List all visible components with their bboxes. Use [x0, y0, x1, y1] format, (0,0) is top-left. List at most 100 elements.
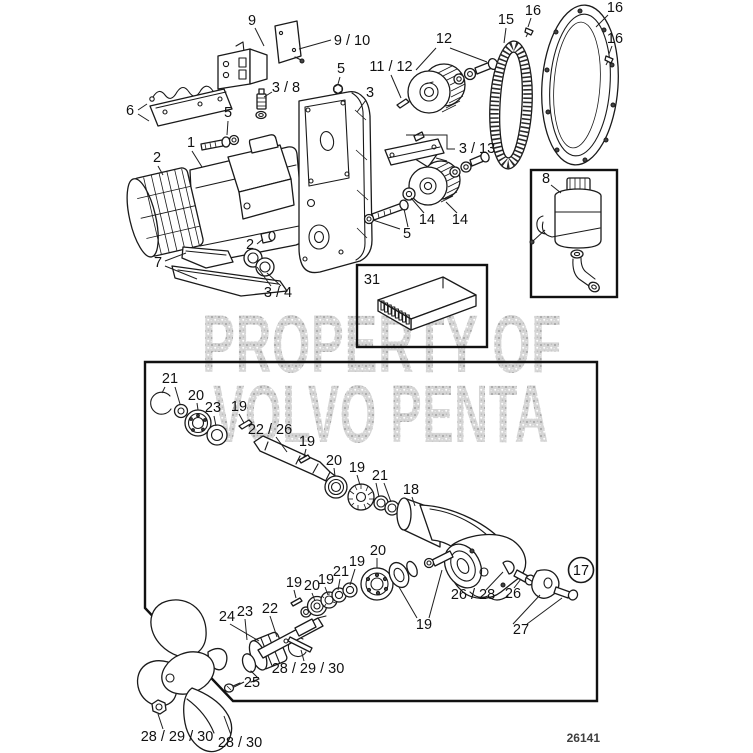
mount-wedges-7: [171, 246, 288, 297]
callout-23-a: 23: [205, 400, 221, 416]
reservoir-inset-box: [529, 168, 619, 299]
drawing-number: 26141: [567, 731, 601, 745]
callout-24: 24: [219, 609, 235, 625]
callout-9-10: 9 / 10: [334, 33, 370, 49]
key-19-c: [290, 597, 303, 607]
callout-16-c: 16: [607, 31, 623, 47]
callout-22-26: 22 / 26: [248, 422, 292, 438]
callout-14-a: 14: [419, 212, 435, 228]
callout-7: 7: [154, 255, 162, 271]
bracket-3-13: [384, 131, 445, 168]
callout-3-13: 3 / 13: [459, 141, 495, 157]
sensor-3-8: [255, 88, 267, 120]
key-19-a: [238, 419, 253, 430]
prop-nut-28-29-30: [151, 699, 167, 715]
callout-20-b: 20: [326, 453, 342, 469]
key-19-b: [298, 454, 311, 464]
bearing-20-b: [324, 475, 348, 499]
thrust-cup: [388, 561, 410, 589]
watermark-line1: PROPERTY OF: [202, 299, 562, 390]
callout-19-e: 19: [318, 572, 334, 588]
callout-18: 18: [403, 482, 419, 498]
cover-plate-3: [298, 90, 373, 274]
callout-19-c: 19: [349, 460, 365, 476]
callout-25: 25: [244, 675, 260, 691]
belt-cover-16: [541, 4, 619, 166]
bearing-20-d: [360, 567, 394, 601]
pulley-12: [407, 57, 499, 114]
cable-bracket-6: [149, 85, 233, 127]
callout-19-b: 19: [299, 434, 315, 450]
callout-1: 1: [187, 135, 195, 151]
callout-22: 22: [262, 601, 278, 617]
callout-28-29-30-b: 28 / 29 / 30: [141, 729, 214, 745]
callout-21-b: 21: [372, 468, 388, 484]
callout-16-b: 16: [607, 0, 623, 16]
callout-23-b: 23: [237, 604, 253, 620]
ecu-inset-box: [355, 263, 489, 349]
reservoir-8: [529, 177, 602, 293]
callout-14-b: 14: [452, 212, 468, 228]
screw-25: [223, 682, 241, 693]
callout-26: 26: [505, 586, 521, 602]
drive-unit-section-box: [143, 360, 599, 703]
callout-2-b: 2: [246, 237, 254, 253]
callout-26-28: 26 / 28: [451, 587, 495, 603]
callout-21-a: 21: [162, 371, 178, 387]
splined-gear-19: [347, 483, 375, 511]
drive-pin-28-29-30: [287, 636, 313, 653]
gear-housing: [423, 533, 527, 601]
cap-26-28: [502, 560, 515, 575]
callout-5-a: 5: [337, 61, 345, 77]
callout-28-29-30-a: 28 / 29 / 30: [272, 661, 345, 677]
electric-motor-1-2: [126, 134, 305, 264]
timing-belt-15: [489, 40, 533, 170]
callout-19-a: 19: [231, 399, 247, 415]
anode-27: [531, 569, 579, 601]
bearing-23-a: [206, 424, 228, 446]
rings-21-b: [373, 495, 400, 516]
callout-27: 27: [513, 622, 529, 638]
coupling-cone: [241, 653, 260, 683]
property-watermark: PROPERTY OF VOLVO PENTA: [202, 299, 562, 460]
circlip-21: [150, 391, 189, 419]
callout-3: 3: [366, 85, 374, 101]
bolt-5-lower: [363, 199, 409, 225]
callout-31: 31: [364, 272, 380, 288]
callout-20-a: 20: [188, 388, 204, 404]
callout-19-g: 19: [416, 617, 432, 633]
callout-20-c: 20: [304, 578, 320, 594]
cover-screw-16-b: [604, 55, 614, 66]
callout-2-a: 2: [153, 150, 161, 166]
relay-plate-9-10: [274, 20, 305, 64]
propeller-28-30: [136, 599, 233, 753]
nut-5-cover: [332, 83, 344, 95]
callout-19-f: 19: [349, 554, 365, 570]
spacer-ring: [406, 560, 418, 578]
callout-21-c: 21: [333, 564, 349, 580]
callout-20-d: 20: [370, 543, 386, 559]
callout-17: 17: [573, 563, 589, 579]
callout-5-c: 5: [403, 226, 411, 242]
bearing-20-a: [184, 409, 212, 437]
cover-screw-16-a: [524, 27, 534, 38]
ecu-module-31: [377, 276, 477, 331]
callout-9: 9: [248, 13, 256, 29]
seal-rings-3-4: [243, 248, 275, 277]
relay-part-9: [217, 41, 268, 90]
callout-16-a: 16: [525, 3, 541, 19]
bolt-26: [513, 569, 536, 586]
callout-28-30: 28 / 30: [218, 735, 262, 751]
ref-17-circle: [567, 556, 595, 584]
key-11-12: [396, 98, 410, 109]
callout-3-4: 3 / 4: [264, 285, 292, 301]
callout-6: 6: [126, 103, 134, 119]
pulley-14: [402, 151, 490, 206]
callout-3-8: 3 / 8: [272, 80, 300, 96]
callout-15: 15: [498, 12, 514, 28]
callout-5-b: 5: [224, 105, 232, 121]
callout-19-d: 19: [286, 575, 302, 591]
callout-11-12: 11 / 12: [369, 59, 412, 75]
